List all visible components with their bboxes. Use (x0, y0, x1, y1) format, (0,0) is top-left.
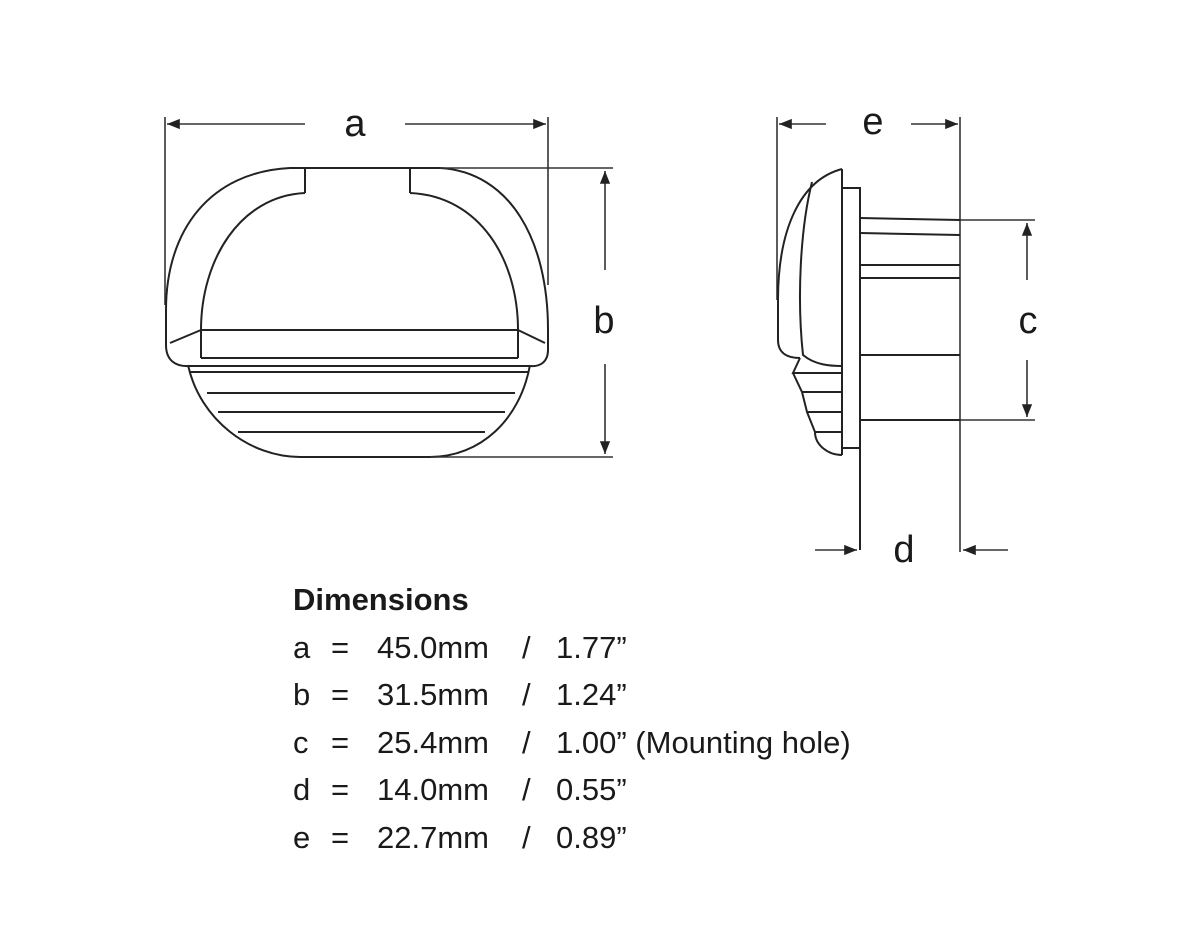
row-mm: 14.0mm (377, 772, 489, 807)
row-sep: / (522, 724, 531, 760)
row-sep: / (522, 677, 531, 712)
dimension-row-a: a = 45.0mm / 1.77” (293, 624, 851, 672)
row-eq: = (331, 724, 350, 760)
row-mm: 31.5mm (377, 677, 489, 712)
row-inch: 0.89” (556, 819, 627, 855)
dimensions-title: Dimensions (293, 582, 469, 617)
label-d: d (893, 529, 914, 571)
row-mm: 25.4mm (377, 724, 489, 760)
row-key: d (293, 772, 311, 807)
row-note: (Mounting hole) (635, 724, 851, 760)
label-a: a (344, 103, 366, 145)
side-view: e c d (776, 101, 1038, 571)
row-inch: 1.77” (556, 629, 627, 665)
row-key: a (293, 629, 311, 665)
dimension-row-b: b = 31.5mm / 1.24” (293, 671, 851, 719)
row-key: b (293, 677, 311, 712)
label-c: c (1019, 300, 1038, 342)
front-view: a b (164, 103, 615, 458)
label-e: e (862, 101, 883, 143)
dimensions-table: Dimensions a = 45.0mm / 1.77” b = 31.5mm / 1.24”… (293, 576, 851, 861)
dimension-row-d: d = 14.0mm / 0.55” (293, 766, 851, 814)
dimension-row-e: e = 22.7mm / 0.89” (293, 814, 851, 862)
row-key: e (293, 819, 311, 855)
row-eq: = (331, 819, 350, 855)
row-eq: = (331, 677, 350, 712)
dimension-row-c: c = 25.4mm / 1.00” (Mounting hole) (293, 719, 851, 767)
row-inch: 1.24” (556, 677, 627, 712)
row-sep: / (522, 819, 531, 855)
row-eq: = (331, 772, 350, 807)
row-key: c (293, 724, 309, 760)
row-inch: 1.00” (556, 724, 627, 760)
row-eq: = (331, 629, 350, 665)
label-b: b (593, 300, 614, 342)
row-sep: / (522, 772, 531, 807)
row-mm: 45.0mm (377, 629, 489, 665)
row-inch: 0.55” (556, 772, 627, 807)
row-mm: 22.7mm (377, 819, 489, 855)
row-sep: / (522, 629, 531, 665)
